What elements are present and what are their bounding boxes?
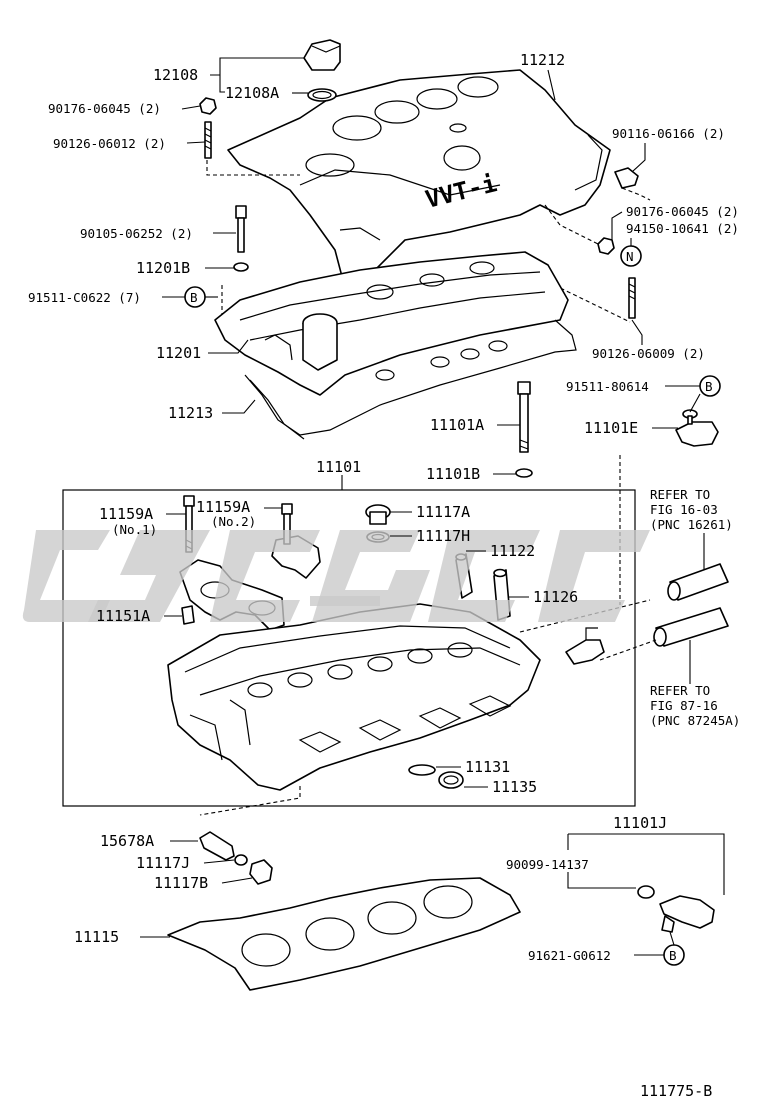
label-90176-top: 90176-06045 (2) <box>48 101 161 116</box>
refer1-line1: REFER TO <box>650 487 710 502</box>
label-11126: 11126 <box>533 588 578 606</box>
bracket-11101J <box>567 833 725 895</box>
label-11159A-no1-sub: (No.1) <box>112 522 157 537</box>
leader-90126-06009 <box>631 319 643 345</box>
leader-90099 <box>567 872 636 889</box>
diagram-code: 111775-B <box>640 1082 712 1100</box>
label-11122: 11122 <box>490 542 535 560</box>
marker-n-text: N <box>626 249 634 264</box>
label-12108: 12108 <box>153 66 198 84</box>
marker-b-3-text: B <box>669 948 677 963</box>
label-91621: 91621-G0612 <box>528 948 611 963</box>
label-90116: 90116-06166 (2) <box>612 126 725 141</box>
camshaft-housing-11201 <box>214 251 569 396</box>
label-11213: 11213 <box>168 404 213 422</box>
label-90099: 90099-14137 <box>506 857 589 872</box>
label-11117B: 11117B <box>154 874 208 892</box>
label-90126-06012: 90126-06012 (2) <box>53 136 166 151</box>
cover-fasteners <box>199 97 639 319</box>
seal-11131 <box>408 764 436 776</box>
label-11151A: 11151A <box>96 607 150 625</box>
sensor-11101E <box>675 409 719 447</box>
label-11101: 11101 <box>316 458 361 476</box>
sensor-11101J <box>637 885 715 933</box>
label-91511-80614: 91511-80614 <box>566 379 649 394</box>
label-11101J: 11101J <box>613 814 667 832</box>
oil-filler-cap-12108 <box>303 39 341 102</box>
leader-marker-b-3 <box>669 931 675 946</box>
hose-refer-87-16 <box>653 607 729 647</box>
label-90105: 90105-06252 (2) <box>80 226 193 241</box>
dash-line-pcv <box>621 187 651 201</box>
refer1-line2: FIG 16-03 <box>650 502 718 517</box>
label-11201B: 11201B <box>136 259 190 277</box>
leader-marker-b-2 <box>689 393 701 413</box>
label-15678A: 15678A <box>100 832 154 850</box>
leader-12108 <box>210 57 305 93</box>
label-94150: 94150-10641 (2) <box>626 221 739 236</box>
label-11117H: 11117H <box>416 527 470 545</box>
cylinder-head-cover-11212: VVT-i <box>227 69 611 289</box>
cover-gasket-11213 <box>244 319 577 440</box>
leader-90126-06012 <box>186 141 206 144</box>
cylinder-head-body <box>167 603 541 791</box>
label-90176-right: 90176-06045 (2) <box>626 204 739 219</box>
label-11159A-no2: 11159A <box>196 498 250 516</box>
label-11135: 11135 <box>492 778 537 796</box>
leader-11213 <box>222 399 256 414</box>
refer2-line1: REFER TO <box>650 683 710 698</box>
leader-90116 <box>631 143 646 173</box>
leader-90176-top <box>181 105 201 110</box>
dash-line-grommet <box>544 204 601 246</box>
dash-line-lower <box>199 786 301 816</box>
marker-b-1-text: B <box>190 290 198 305</box>
label-11131: 11131 <box>465 758 510 776</box>
label-91511-C0622: 91511-C0622 (7) <box>28 290 141 305</box>
dash-line-cover-stud <box>206 160 300 176</box>
label-90126-06009: 90126-06009 (2) <box>592 346 705 361</box>
label-11101B: 11101B <box>426 465 480 483</box>
head-gasket-11115 <box>167 877 521 991</box>
watermark-logo <box>22 530 650 622</box>
marker-b-2-text: B <box>705 379 713 394</box>
label-12108A: 12108A <box>225 84 279 102</box>
leader-11212 <box>547 69 556 101</box>
label-11117A: 11117A <box>416 503 470 521</box>
refer2-line2: FIG 87-16 <box>650 698 718 713</box>
marker-b-2 <box>699 375 721 397</box>
label-11201: 11201 <box>156 344 201 362</box>
hose-refer-16-03 <box>667 563 729 601</box>
oil-pipe <box>565 627 605 665</box>
label-11101E: 11101E <box>584 419 638 437</box>
label-11159A-no2-sub: (No.2) <box>211 514 256 529</box>
leader-11201 <box>208 339 249 354</box>
union-bolt-15678A <box>199 831 273 885</box>
label-11115: 11115 <box>74 928 119 946</box>
label-11101A: 11101A <box>430 416 484 434</box>
label-11159A-no1: 11159A <box>99 505 153 523</box>
ring-11135 <box>438 771 464 789</box>
label-11212: 11212 <box>520 51 565 69</box>
label-11117J: 11117J <box>136 854 190 872</box>
refer1-line3: (PNC 16261) <box>650 517 733 532</box>
leader-11117J <box>203 859 235 864</box>
refer2-line3: (PNC 87245A) <box>650 713 740 728</box>
head-bolt-11101A <box>515 381 533 478</box>
leader-11117B <box>221 877 253 884</box>
leader-90176-right <box>611 211 623 240</box>
